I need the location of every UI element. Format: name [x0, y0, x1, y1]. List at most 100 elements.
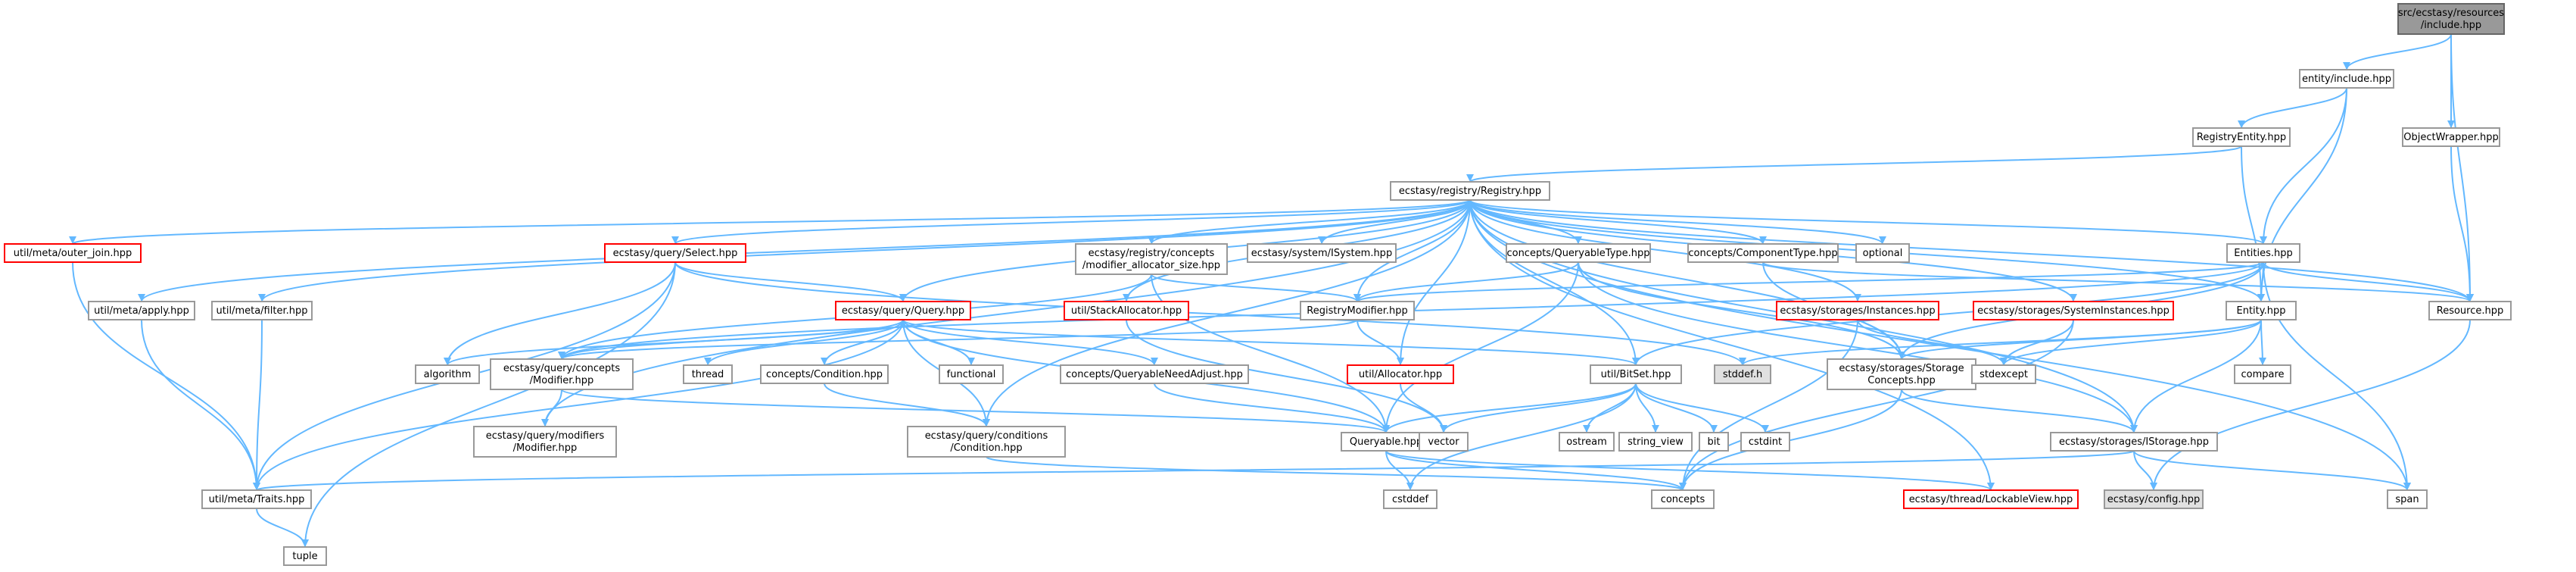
node-lockable-view[interactable]: ecstasy/thread/LockableView.hpp — [1903, 489, 2079, 509]
edge-line — [1385, 261, 1579, 433]
edge-istorage-to-traits — [253, 450, 2135, 491]
edge-arrowhead — [1440, 425, 1447, 433]
edge-arrowhead — [558, 352, 565, 359]
edge-line — [1400, 199, 1471, 366]
edge-line — [674, 261, 1743, 366]
node-label: /Modifier.hpp — [530, 375, 594, 386]
edge-line — [1635, 261, 2264, 366]
node-optional[interactable]: optional — [1855, 243, 1910, 263]
node-cstdint[interactable]: cstdint — [1740, 432, 1790, 452]
node-label: string_view — [1628, 436, 1684, 448]
edge-arrowhead — [1987, 483, 1995, 490]
node-thread[interactable]: thread — [683, 364, 733, 384]
edge-arrowhead — [704, 358, 712, 365]
node-filter[interactable]: util/meta/filter.hpp — [211, 301, 313, 320]
edge-q_modifier-to-mods_modifier — [541, 389, 562, 427]
node-component-type[interactable]: concepts/ComponentType.hpp — [1687, 243, 1839, 263]
node-registry-modifier[interactable]: RegistryModifier.hpp — [1300, 301, 1415, 320]
node-condition[interactable]: concepts/Condition.hpp — [760, 364, 889, 384]
node-label: src/ecstasy/resources — [2398, 8, 2504, 19]
node-algorithm[interactable]: algorithm — [415, 364, 480, 384]
edge-line — [1357, 199, 1471, 302]
node-bitset[interactable]: util/BitSet.hpp — [1590, 364, 1682, 384]
node-box — [1559, 432, 1615, 452]
node-ostream[interactable]: ostream — [1559, 432, 1615, 452]
node-entity-include[interactable]: entity/include.hpp — [2299, 69, 2394, 89]
node-registry-entity[interactable]: RegistryEntity.hpp — [2192, 127, 2291, 147]
node-label: Concepts.hpp — [1867, 375, 1935, 386]
node-box — [2104, 489, 2204, 509]
node-label: ecstasy/registry/Registry.hpp — [1399, 186, 1541, 197]
node-box — [2387, 489, 2428, 509]
node-tuple[interactable]: tuple — [283, 546, 327, 566]
node-conditions-condition[interactable]: ecstasy/query/conditions/Condition.hpp — [907, 426, 1066, 458]
node-instances[interactable]: ecstasy/storages/Instances.hpp — [1776, 301, 1939, 320]
node-stack-alloc[interactable]: util/StackAllocator.hpp — [1064, 301, 1189, 320]
node-modifier-alloc[interactable]: ecstasy/registry/concepts/modifier_alloc… — [1075, 243, 1228, 275]
edge-line — [2260, 87, 2347, 302]
node-span[interactable]: span — [2387, 489, 2428, 509]
edge-query-to-traits — [253, 319, 904, 491]
node-allocator[interactable]: util/Allocator.hpp — [1347, 364, 1454, 384]
edge-line — [707, 319, 904, 366]
edge-arrowhead — [253, 483, 260, 490]
node-istorage[interactable]: ecstasy/storages/IStorage.hpp — [2050, 432, 2218, 452]
node-config[interactable]: ecstasy/config.hpp — [2104, 489, 2204, 509]
edge-line — [256, 508, 306, 548]
node-box — [2192, 127, 2291, 147]
edge-line — [902, 319, 1637, 366]
node-box — [1618, 432, 1693, 452]
node-bit[interactable]: bit — [1699, 432, 1729, 452]
node-system-instances[interactable]: ecstasy/storages/SystemInstances.hpp — [1973, 301, 2174, 320]
edge-line — [1126, 319, 1444, 433]
edge-arrowhead — [1761, 425, 1769, 433]
edge-line — [256, 450, 2135, 491]
node-isystem[interactable]: ecstasy/system/ISystem.hpp — [1247, 243, 1397, 263]
node-cstddef[interactable]: cstddef — [1383, 489, 1438, 509]
node-stdexcept[interactable]: stdexcept — [1971, 364, 2036, 384]
node-query[interactable]: ecstasy/query/Query.hpp — [835, 301, 971, 320]
node-functional[interactable]: functional — [939, 364, 1004, 384]
node-stddef-h[interactable]: stddef.h — [1714, 364, 1771, 384]
node-queryable-type[interactable]: concepts/QueryableType.hpp — [1506, 243, 1651, 263]
edge-line — [561, 389, 1387, 433]
edge-arrowhead — [821, 358, 828, 365]
node-resource[interactable]: Resource.hpp — [2428, 301, 2512, 320]
node-label: Queryable.hpp — [1350, 436, 1422, 448]
edge-arrowhead — [1151, 358, 1158, 365]
edge-registry-to-optional — [1469, 199, 1886, 245]
edge-arrowhead — [1898, 352, 1905, 359]
edge-arrowhead — [1710, 425, 1718, 433]
node-object-wrapper[interactable]: ObjectWrapper.hpp — [2402, 127, 2500, 147]
node-box — [1714, 364, 1771, 384]
edge-line — [2133, 319, 2262, 433]
node-q-modifier[interactable]: ecstasy/query/concepts/Modifier.hpp — [490, 358, 634, 390]
node-label: ecstasy/config.hpp — [2107, 494, 2200, 505]
node-entities[interactable]: Entities.hpp — [2226, 243, 2300, 263]
node-label: ecstasy/storages/IStorage.hpp — [2059, 436, 2209, 448]
node-queryable[interactable]: Queryable.hpp — [1341, 432, 1431, 452]
edge-arrowhead — [1879, 236, 1886, 244]
node-traits[interactable]: util/meta/Traits.hpp — [201, 489, 312, 509]
node-compare[interactable]: compare — [2234, 364, 2291, 384]
node-registry[interactable]: ecstasy/registry/Registry.hpp — [1390, 181, 1550, 201]
edge-arrowhead — [671, 236, 679, 244]
node-outer-join[interactable]: util/meta/outer_join.hpp — [4, 243, 142, 263]
node-concepts[interactable]: concepts — [1651, 489, 1715, 509]
node-select[interactable]: ecstasy/query/Select.hpp — [604, 243, 746, 263]
node-vector[interactable]: vector — [1419, 432, 1469, 452]
node-label: cstdint — [1749, 436, 1782, 448]
node-apply[interactable]: util/meta/apply.hpp — [88, 301, 195, 320]
edge-arrowhead — [1652, 425, 1659, 433]
node-string-view[interactable]: string_view — [1618, 432, 1693, 452]
node-box — [1776, 301, 1939, 320]
node-queryable-need[interactable]: concepts/QueryableNeedAdjust.hpp — [1060, 364, 1249, 384]
node-mods-modifier[interactable]: ecstasy/query/modifiers/Modifier.hpp — [473, 426, 617, 458]
edge-line — [986, 456, 1684, 491]
node-box — [490, 358, 634, 390]
node-entity[interactable]: Entity.hpp — [2226, 301, 2297, 320]
edge-arrowhead — [2403, 483, 2411, 490]
node-root[interactable]: src/ecstasy/resources/include.hpp — [2397, 3, 2505, 35]
edge-arrowhead — [1854, 294, 1861, 302]
